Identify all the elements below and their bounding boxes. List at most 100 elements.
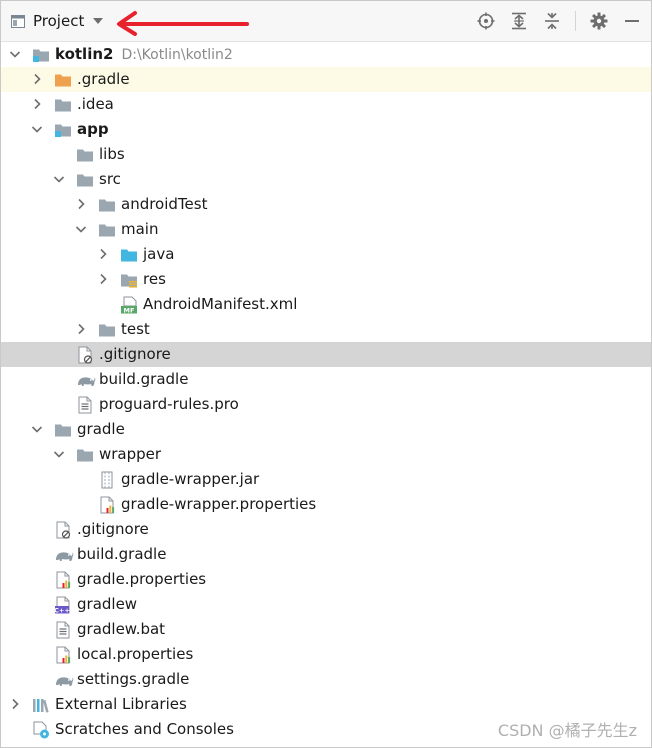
- tree-node-label: .idea: [77, 95, 114, 113]
- chevron-down-icon[interactable]: [31, 123, 43, 135]
- tree-node[interactable]: androidTest: [1, 192, 651, 217]
- tree-node-text: androidTest: [121, 195, 207, 214]
- tree-node-label: .gitignore: [99, 345, 171, 363]
- tree-node[interactable]: gradle: [1, 417, 651, 442]
- tree-node-text: proguard-rules.pro: [99, 395, 239, 414]
- tree-node-text: gradle.properties: [77, 570, 206, 589]
- tree-node[interactable]: libs: [1, 142, 651, 167]
- chevron-right-icon[interactable]: [31, 98, 43, 110]
- minimize-icon: [625, 20, 639, 22]
- tree-node[interactable]: res: [1, 267, 651, 292]
- chevron-down-icon[interactable]: [9, 48, 21, 60]
- tree-node-label: wrapper: [99, 445, 162, 463]
- tree-node[interactable]: gradle-wrapper.jar: [1, 467, 651, 492]
- locate-button[interactable]: [475, 10, 497, 32]
- tree-node-text: gradle: [77, 420, 125, 439]
- tree-node-text: main: [121, 220, 158, 239]
- tree-node-text: res: [143, 270, 166, 289]
- tree-node-text: local.properties: [77, 645, 193, 664]
- tree-node-label: res: [143, 270, 166, 288]
- tree-node-label: Scratches and Consoles: [55, 720, 234, 738]
- expand-all-button[interactable]: [508, 10, 530, 32]
- project-view-selector[interactable]: Project: [11, 9, 104, 33]
- tree-node-text: gradle-wrapper.properties: [121, 495, 316, 514]
- tool-window-header: Project: [1, 1, 651, 42]
- tree-node-label: gradle-wrapper.jar: [121, 470, 260, 488]
- tree-node[interactable]: Scratches and Consoles: [1, 717, 651, 742]
- tree-node-text: libs: [99, 145, 125, 164]
- collapse-all-button[interactable]: [541, 10, 563, 32]
- orange-folder-icon: [54, 71, 72, 89]
- tree-node[interactable]: External Libraries: [1, 692, 651, 717]
- ignore-file-icon: [76, 346, 94, 364]
- tree-node[interactable]: gradle-wrapper.properties: [1, 492, 651, 517]
- tree-node[interactable]: src: [1, 167, 651, 192]
- folder-icon: [98, 221, 116, 239]
- tree-node[interactable]: .gitignore: [1, 342, 651, 367]
- tree-node[interactable]: build.gradle: [1, 367, 651, 392]
- tree-node-text: src: [99, 170, 121, 189]
- expand-all-icon: [512, 12, 526, 30]
- chevron-down-icon[interactable]: [31, 423, 43, 435]
- tree-node[interactable]: .gradle: [1, 67, 651, 92]
- tree-node[interactable]: app: [1, 117, 651, 142]
- svg-text:C++: C++: [54, 606, 70, 614]
- tree-node-label: build.gradle: [77, 545, 167, 563]
- tree-node-text: gradlew: [77, 595, 137, 614]
- tree-node[interactable]: .gitignore: [1, 517, 651, 542]
- tree-node[interactable]: proguard-rules.pro: [1, 392, 651, 417]
- tree-node-label: java: [143, 245, 175, 263]
- tree-node-label: main: [121, 220, 159, 238]
- header-toolbar: [464, 10, 643, 32]
- chevron-down-icon[interactable]: [53, 448, 65, 460]
- tree-node[interactable]: gradle.properties: [1, 567, 651, 592]
- tree-node[interactable]: gradlew.bat: [1, 617, 651, 642]
- manifest-file-icon: MF: [120, 296, 138, 314]
- tree-node[interactable]: java: [1, 242, 651, 267]
- hide-button[interactable]: [621, 10, 643, 32]
- tree-node-text: app: [77, 120, 109, 139]
- tree-node[interactable]: .idea: [1, 92, 651, 117]
- tree-node[interactable]: main: [1, 217, 651, 242]
- tree-node-label: gradlew.bat: [77, 620, 166, 638]
- tree-node-text: External Libraries: [55, 695, 187, 714]
- properties-file-icon: [54, 571, 72, 589]
- chevron-right-icon[interactable]: [9, 698, 21, 710]
- tree-node[interactable]: test: [1, 317, 651, 342]
- chevron-right-icon[interactable]: [75, 198, 87, 210]
- tree-node[interactable]: local.properties: [1, 642, 651, 667]
- chevron-right-icon[interactable]: [31, 73, 43, 85]
- tree-node-label: proguard-rules.pro: [99, 395, 239, 413]
- settings-button[interactable]: [588, 10, 610, 32]
- tree-node-label: .gitignore: [77, 520, 149, 538]
- folder-icon: [76, 146, 94, 164]
- folder-icon: [54, 421, 72, 439]
- chevron-right-icon[interactable]: [75, 323, 87, 335]
- tree-node[interactable]: C++ gradlew: [1, 592, 651, 617]
- scratches-icon: [32, 721, 50, 739]
- collapse-all-icon: [545, 12, 559, 30]
- tree-node-label: app: [77, 120, 109, 138]
- tree-node[interactable]: build.gradle: [1, 542, 651, 567]
- gear-icon: [590, 12, 608, 30]
- watermark: CSDN @橘子先生z: [497, 721, 637, 740]
- tree-node[interactable]: settings.gradle: [1, 667, 651, 692]
- tree-node[interactable]: wrapper: [1, 442, 651, 467]
- chevron-down-icon[interactable]: [93, 18, 104, 24]
- view-title: Project: [33, 12, 85, 30]
- chevron-down-icon[interactable]: [53, 173, 65, 185]
- svg-text:MF: MF: [124, 306, 135, 314]
- tree-node-text: gradle-wrapper.jar: [121, 470, 259, 489]
- folder-icon: [54, 96, 72, 114]
- chevron-right-icon[interactable]: [97, 273, 109, 285]
- tree-node[interactable]: MF AndroidManifest.xml: [1, 292, 651, 317]
- chevron-right-icon[interactable]: [97, 248, 109, 260]
- chevron-down-icon[interactable]: [75, 223, 87, 235]
- tree-node-text: AndroidManifest.xml: [143, 295, 297, 314]
- cpp-file-icon: C++: [54, 596, 72, 614]
- jar-file-icon: [98, 471, 116, 489]
- folder-icon: [98, 321, 116, 339]
